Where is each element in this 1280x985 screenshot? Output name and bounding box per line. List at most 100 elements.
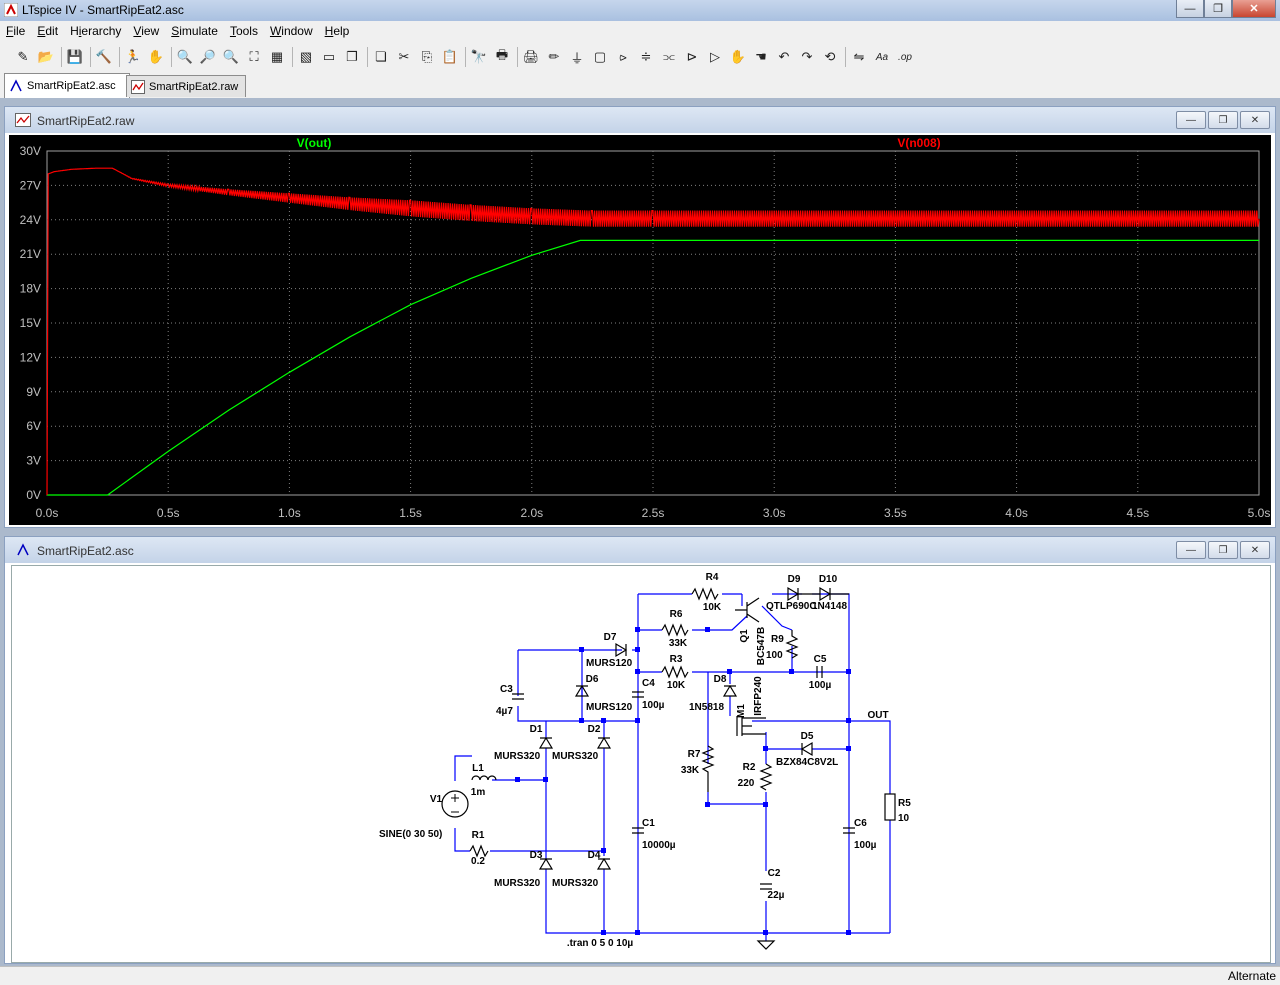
schematic-label-d10[interactable]: D10 — [819, 574, 838, 585]
schematic-label-murs320c[interactable]: MURS320 — [494, 878, 541, 889]
schematic-label-c6v[interactable]: 100µ — [854, 840, 877, 851]
schematic-label-d3[interactable]: D3 — [530, 850, 543, 861]
wires[interactable] — [454, 593, 891, 941]
menu-window[interactable]: Window — [269, 24, 313, 38]
autorange-icon[interactable]: ▦ — [270, 49, 284, 64]
capacitor-icon[interactable]: ≑ — [640, 49, 652, 64]
schematic-label-r9[interactable]: R9 — [771, 634, 784, 645]
schematic-label-c5[interactable]: C5 — [814, 654, 827, 665]
trace-label-v-out[interactable]: V(out) — [297, 136, 332, 150]
diode-icon[interactable]: ⊳ — [686, 49, 698, 64]
tile-horizontal-icon[interactable]: ▭ — [322, 49, 336, 64]
mirror-icon[interactable]: ⇋ — [853, 49, 865, 64]
schematic-label-r2[interactable]: R2 — [743, 762, 756, 773]
draw-wire-icon[interactable]: ✏ — [548, 49, 560, 64]
run-icon[interactable]: 🏃 — [124, 49, 142, 64]
schematic-label-c3[interactable]: C3 — [500, 684, 513, 695]
rotate-icon[interactable]: ⟲ — [824, 49, 836, 64]
schematic-label-d1[interactable]: D1 — [530, 724, 543, 735]
schematic-label-d2[interactable]: D2 — [588, 724, 601, 735]
close-button[interactable]: ✕ — [1232, 0, 1276, 18]
schematic-label-c3v[interactable]: 4µ7 — [496, 706, 513, 717]
menu-tools[interactable]: Tools — [229, 24, 258, 38]
schematic-label-d9[interactable]: D9 — [788, 574, 801, 585]
schematic-label-r4v[interactable]: 10K — [703, 602, 722, 613]
zoom-pan-icon[interactable]: 🔎 — [199, 49, 217, 64]
schematic-label-d4[interactable]: D4 — [588, 850, 601, 861]
redo-icon[interactable]: ↷ — [801, 49, 813, 64]
close-windows-icon[interactable]: ❏ — [375, 49, 387, 64]
schematic-label-r5v[interactable]: 10 — [898, 813, 910, 824]
schematic-label-d5[interactable]: D5 — [801, 731, 814, 742]
label-net-icon[interactable]: ▢ — [593, 49, 607, 64]
find-icon[interactable]: 🔭 — [470, 49, 488, 64]
schematic-label-1n5818[interactable]: 1N5818 — [689, 702, 724, 713]
menu-simulate[interactable]: Simulate — [171, 24, 218, 38]
component-icon[interactable]: ▷ — [710, 49, 720, 64]
schematic-label-murs120a[interactable]: MURS120 — [586, 658, 633, 669]
save-icon[interactable]: 💾 — [66, 49, 84, 64]
close-button[interactable]: ✕ — [1240, 111, 1270, 129]
schematic-label-murs320d[interactable]: MURS320 — [552, 878, 599, 889]
inductor-icon[interactable]: ⫗ — [663, 49, 675, 64]
halt-icon[interactable]: ✋ — [147, 49, 165, 64]
schematic-label-sine[interactable]: SINE(0 30 50) — [379, 829, 442, 840]
copy-icon[interactable]: ⎘ — [421, 49, 433, 64]
minimize-button[interactable]: — — [1176, 111, 1206, 129]
schematic-label-out[interactable]: OUT — [867, 710, 888, 721]
schematic-label-r3[interactable]: R3 — [670, 654, 683, 665]
text-icon[interactable]: Aa — [875, 51, 889, 63]
new-schematic-icon[interactable]: ✎ — [17, 49, 29, 64]
schematic-label-d8[interactable]: D8 — [714, 674, 727, 685]
schematic-label-c2v[interactable]: 22µ — [768, 890, 785, 901]
trace-label-v-n008[interactable]: V(n008) — [897, 136, 940, 150]
menu-edit[interactable]: Edit — [37, 24, 59, 38]
schematic-label-c2[interactable]: C2 — [768, 868, 781, 879]
schematic-label-r1[interactable]: R1 — [472, 830, 485, 841]
print-setup-icon[interactable]: 🖶 — [495, 47, 509, 62]
schematic-label-c5v[interactable]: 100µ — [809, 680, 832, 691]
cascade-icon[interactable]: ❐ — [346, 49, 358, 64]
menu-help[interactable]: Help — [324, 24, 350, 38]
schematic-label-1n4148[interactable]: 1N4148 — [812, 601, 847, 612]
schematic-label-r5[interactable]: R5 — [898, 798, 911, 809]
cut-icon[interactable]: ✂ — [398, 49, 410, 64]
schematic-label-q1[interactable]: Q1 — [739, 629, 750, 643]
schematic-label-r3v[interactable]: 10K — [667, 680, 686, 691]
schematic-label-c1[interactable]: C1 — [642, 818, 655, 829]
schematic-label-c4v[interactable]: 100µ — [642, 700, 665, 711]
schematic-label-d6[interactable]: D6 — [586, 674, 599, 685]
components[interactable] — [441, 586, 896, 950]
menu-file[interactable]: File — [6, 24, 26, 38]
menu-hierarchy[interactable]: Hierarchy — [70, 24, 122, 38]
schematic-label-bzx[interactable]: BZX84C8V2L — [776, 757, 838, 768]
schematic-label-tran[interactable]: .tran 0 5 0 10µ — [567, 938, 634, 949]
spice-directive-icon[interactable]: .op — [898, 51, 912, 63]
drag-icon[interactable]: ☚ — [755, 49, 767, 64]
control-panel-icon[interactable]: 🔨 — [95, 49, 113, 64]
schematic-label-bc547b[interactable]: BC547B — [756, 627, 767, 665]
undo-icon[interactable]: ↶ — [778, 49, 790, 64]
schematic-label-l1[interactable]: L1 — [472, 763, 484, 774]
schematic-label-c1v[interactable]: 10000µ — [642, 840, 676, 851]
schematic-drawing[interactable]: R410KD9D10QTLP690C1N4148R633KQ1BC547BR91… — [12, 566, 1270, 962]
open-icon[interactable]: 📂 — [37, 49, 55, 64]
schematic-label-r6v[interactable]: 33K — [669, 638, 688, 649]
schematic-label-c4[interactable]: C4 — [642, 678, 655, 689]
close-button[interactable]: ✕ — [1240, 541, 1270, 559]
series-line-v-out[interactable] — [47, 239, 1259, 496]
schematic-label-r7v[interactable]: 33K — [681, 765, 700, 776]
menu-view[interactable]: View — [133, 24, 160, 38]
schematic-label-irfp240[interactable]: IRFP240 — [753, 676, 764, 716]
zoom-fit-icon[interactable]: ⛶ — [249, 49, 259, 64]
schematic-label-l1v[interactable]: 1m — [471, 787, 486, 798]
mark-unref-icon[interactable]: ▧ — [299, 49, 313, 64]
restore-button[interactable]: ❐ — [1204, 0, 1232, 18]
schematic-label-d7[interactable]: D7 — [604, 632, 617, 643]
schematic-label-qtlp[interactable]: QTLP690C — [766, 601, 817, 612]
tab-waveform[interactable]: SmartRipEat2.raw — [126, 75, 246, 97]
schematic-label-r9v[interactable]: 100 — [766, 650, 783, 661]
